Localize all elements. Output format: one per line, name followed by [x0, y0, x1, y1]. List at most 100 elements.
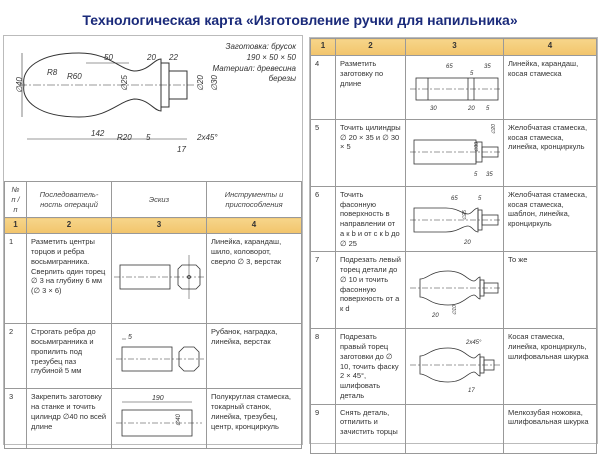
col-number: 3 [405, 38, 504, 56]
spec-line: березы [268, 74, 296, 84]
dim-r60: R60 [67, 72, 82, 81]
left-panel: ∅40 R8 R60 ∅25 R20 50 20 22 ∅20 ∅30 5 17… [3, 35, 303, 450]
row-number: 7 [310, 251, 336, 330]
row-tools: Рубанок, наградка, линейка, верстак [206, 323, 302, 390]
sketch-dim: 30 [430, 106, 437, 112]
dim-142: 142 [91, 129, 105, 138]
header-number: № п / п [4, 180, 27, 219]
sketch-shaped-surface: 65 5 ∅25 20 [410, 196, 502, 246]
dim-22: 22 [168, 53, 178, 62]
sketch-dim: 5 [486, 106, 490, 112]
sketch-cylinder: 190 ∅40 [116, 395, 202, 437]
col-number: 4 [503, 38, 597, 56]
row-tools: Желобчатая стамеска, косая стамеска, лин… [503, 118, 597, 187]
spec-line: Материал: древесина [212, 63, 296, 73]
row-number: 6 [310, 185, 336, 253]
handle-drawing: ∅40 R8 R60 ∅25 R20 50 20 22 ∅20 ∅30 5 17… [15, 52, 219, 154]
right-panel: 1 2 3 4 4 Разметить заготовку по длине 6… [309, 37, 598, 454]
table-row: 2 Строгать ребра до восьмигранника и про… [4, 323, 302, 390]
row-operation: Точить цилиндры ∅ 20 × 35 и ∅ 30 × 5 [335, 118, 406, 187]
dim-r8: R8 [47, 68, 58, 77]
dim-17: 17 [177, 145, 186, 154]
row-tools: Косая стамеска, линейка, кронциркуль, шл… [503, 328, 597, 405]
header-sketch: Эскиз [111, 180, 207, 219]
sketch-dim: 20 [467, 106, 475, 112]
row-number: 1 [4, 233, 27, 325]
operations-table-right: 1 2 3 4 4 Разметить заготовку по длине 6… [310, 38, 597, 454]
row-tools: Полукруглая стамеска, токарный станок, л… [206, 388, 302, 450]
sketch-dim: 5 [470, 71, 474, 77]
dim-chamfer: 2x45° [196, 133, 218, 142]
row-sketch: 5 [111, 323, 207, 390]
row-sketch: 20 ∅10 [405, 251, 504, 330]
sketch-dim: ∅30 [474, 142, 480, 152]
sketch-dim: 20 [431, 313, 439, 319]
row-number: 8 [310, 328, 336, 405]
dim-d30: ∅30 [210, 75, 219, 91]
spec-line: 190 × 50 × 50 [246, 52, 296, 62]
sketch-dim: 190 [152, 395, 164, 402]
sketch-dim: 5 [128, 334, 132, 341]
row-number: 4 [310, 55, 336, 120]
row-sketch: 65 5 ∅25 20 [405, 185, 504, 253]
dim-5: 5 [146, 133, 151, 142]
sketch-octagon: 5 [116, 334, 204, 372]
sketch-drilling [114, 255, 204, 300]
sketch-dim: 2x45° [465, 340, 482, 346]
blank-spec: Заготовка: брусок 190 × 50 × 50 Материал… [212, 42, 296, 85]
dim-d20: ∅20 [196, 75, 205, 91]
table-row: 8 Подрезать правый торец заготовки до ∅ … [310, 328, 597, 405]
col-number: 2 [335, 38, 406, 56]
row-tools: То же [503, 251, 597, 330]
dim-d25: ∅25 [120, 75, 129, 91]
row-number: 2 [4, 323, 27, 390]
sketch-dim: 5 [478, 196, 482, 202]
sketch-dim: ∅40 [175, 413, 182, 426]
table-row: 3 Закрепить заготовку на станке и точить… [4, 388, 302, 450]
sketch-dim: 20 [463, 240, 471, 246]
col-number: 1 [310, 38, 336, 56]
sketch-marking: 65 35 5 30 20 5 [410, 64, 502, 112]
row-operation: Разметить центры торцов и ребра восьмигр… [26, 233, 112, 325]
sketch-left-end: 20 ∅10 [410, 270, 502, 319]
sketch-dim: ∅10 [452, 305, 458, 315]
row-operation: Строгать ребра до восьмигранника и пропи… [26, 323, 112, 390]
row-operation: Точить фасонную поверхность в направлени… [335, 185, 406, 253]
sketch-dim: 35 [486, 172, 493, 178]
row-operation: Закрепить заготовку на станке и точить ц… [26, 388, 112, 450]
row-sketch: 190 ∅40 [111, 388, 207, 450]
sketch-dim: 65 [446, 64, 453, 70]
col-number: 2 [26, 217, 112, 235]
table-row: 6 Точить фасонную поверхность в направле… [310, 185, 597, 253]
row-operation: Подрезать правый торец заготовки до ∅ 10… [335, 328, 406, 405]
spec-line: Заготовка: брусок [225, 42, 296, 51]
row-tools: Желобчатая стамеска, косая стамеска, шаб… [503, 185, 597, 253]
row-tools: Линейка, карандаш, косая стамеска [503, 55, 597, 120]
sketch-dim: 65 [451, 196, 458, 202]
table-row: 7 Подрезать левый торец детали до ∅ 10 и… [310, 251, 597, 330]
col-number: 1 [4, 217, 27, 235]
dim-20: 20 [146, 53, 156, 62]
row-number: 5 [310, 118, 336, 187]
row-operation: Снять деталь, отпилить и зачистить торцы [335, 403, 406, 454]
dim-50: 50 [104, 53, 113, 62]
sketch-dim: 17 [468, 388, 475, 394]
row-tools: Линейка, карандаш, шило, коловорот, свер… [206, 233, 302, 325]
row-sketch: 65 35 5 30 20 5 [405, 55, 504, 120]
col-number: 4 [206, 217, 302, 235]
header-tools: Инструменты и приспособления [206, 180, 302, 219]
row-number: 3 [4, 388, 27, 450]
sketch-right-end: 2x45° 17 [410, 340, 502, 394]
sketch-dim: 35 [484, 64, 491, 70]
row-operation: Подрезать левый торец детали до ∅ 10 и т… [335, 251, 406, 330]
dim-r20: R20 [117, 133, 132, 142]
sketch-dim: ∅25 [462, 209, 468, 219]
row-number: 9 [310, 403, 336, 454]
header-operation: Последователь-ность операций [26, 180, 112, 219]
table-row: 5 Точить цилиндры ∅ 20 × 35 и ∅ 30 × 5 ∅… [310, 118, 597, 187]
row-sketch [111, 233, 207, 325]
sketch-dim: ∅20 [491, 124, 497, 134]
